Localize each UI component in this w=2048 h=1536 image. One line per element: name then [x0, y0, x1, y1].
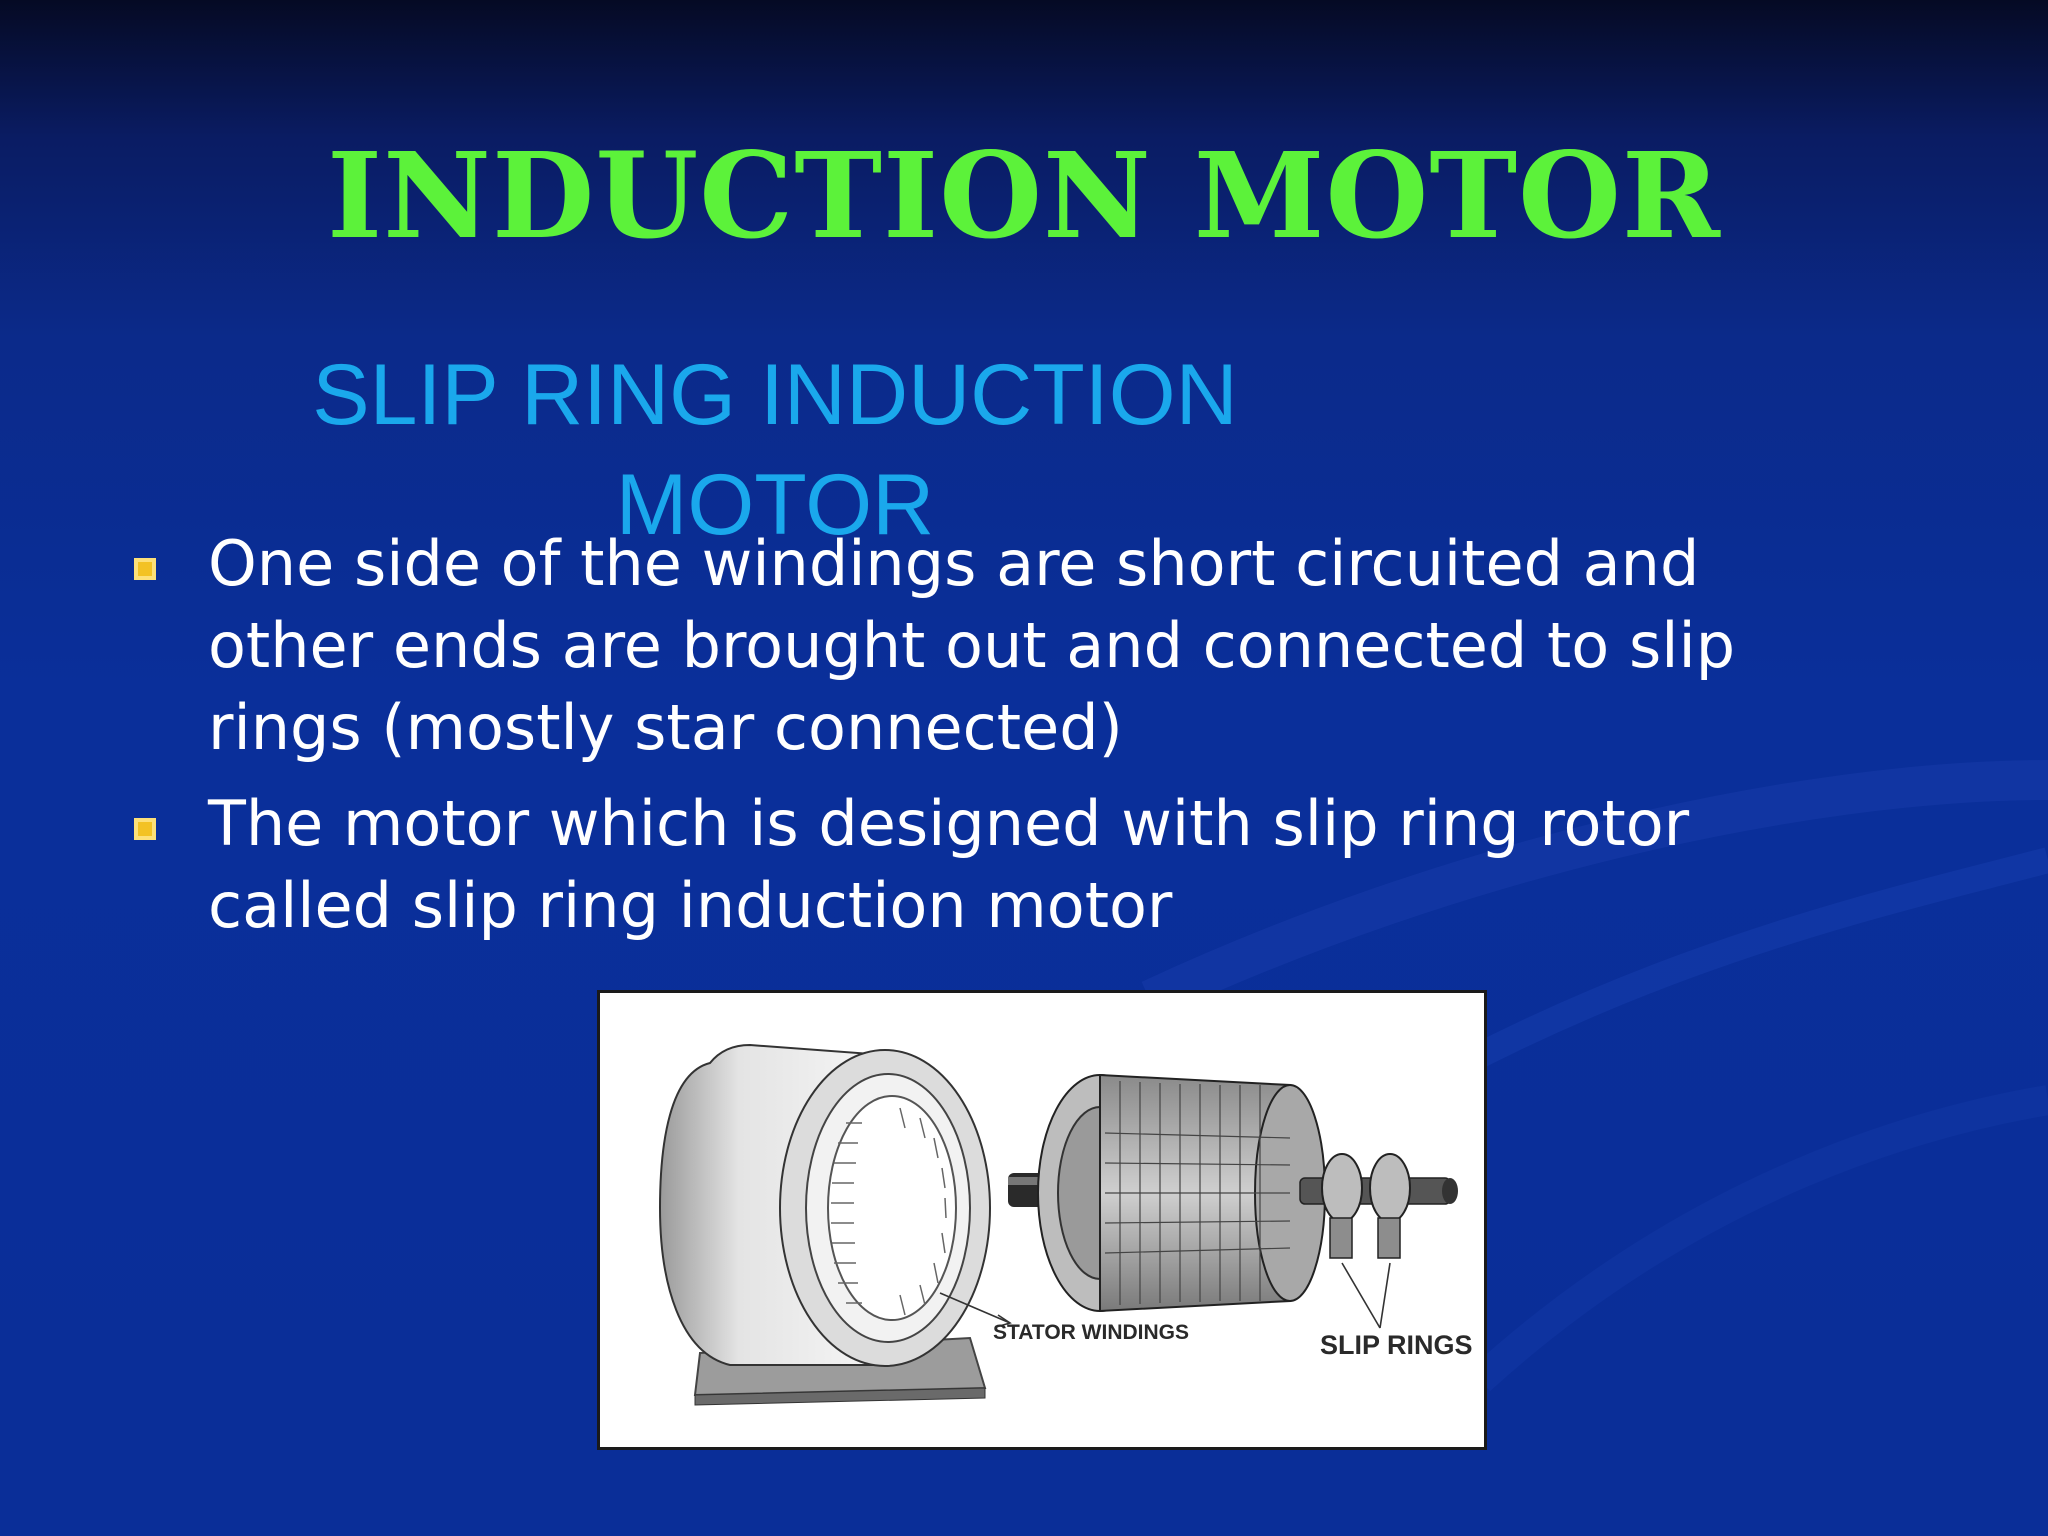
slide-subtitle: SLIP RING INDUCTION MOTOR — [312, 347, 1238, 553]
slip-rings-label: SLIP RINGS — [1320, 1330, 1473, 1360]
slip-ring-pointer-lines — [1341, 1262, 1391, 1329]
stator-windings-label: STATOR WINDINGS — [993, 1321, 1189, 1344]
rotor-windings — [1104, 1081, 1291, 1305]
bullet-text-2: The motor which is designed with slip ri… — [208, 787, 1690, 942]
slide-title: INDUCTION MOTOR — [326, 126, 1721, 265]
bullet-marker-icon — [134, 558, 156, 580]
bullet-text-1: One side of the windings are short circu… — [208, 527, 1736, 764]
slip-ring-motor-drawing — [658, 1043, 1458, 1406]
stator-pointer-arrow — [939, 1292, 1012, 1328]
stator-windings — [831, 1107, 947, 1316]
stator-shell — [658, 1043, 991, 1367]
bullet-marker-icon — [134, 818, 156, 840]
slip-rings — [1321, 1153, 1411, 1259]
motor-illustration: STATOR WINDINGS SLIP RINGS — [597, 990, 1487, 1450]
